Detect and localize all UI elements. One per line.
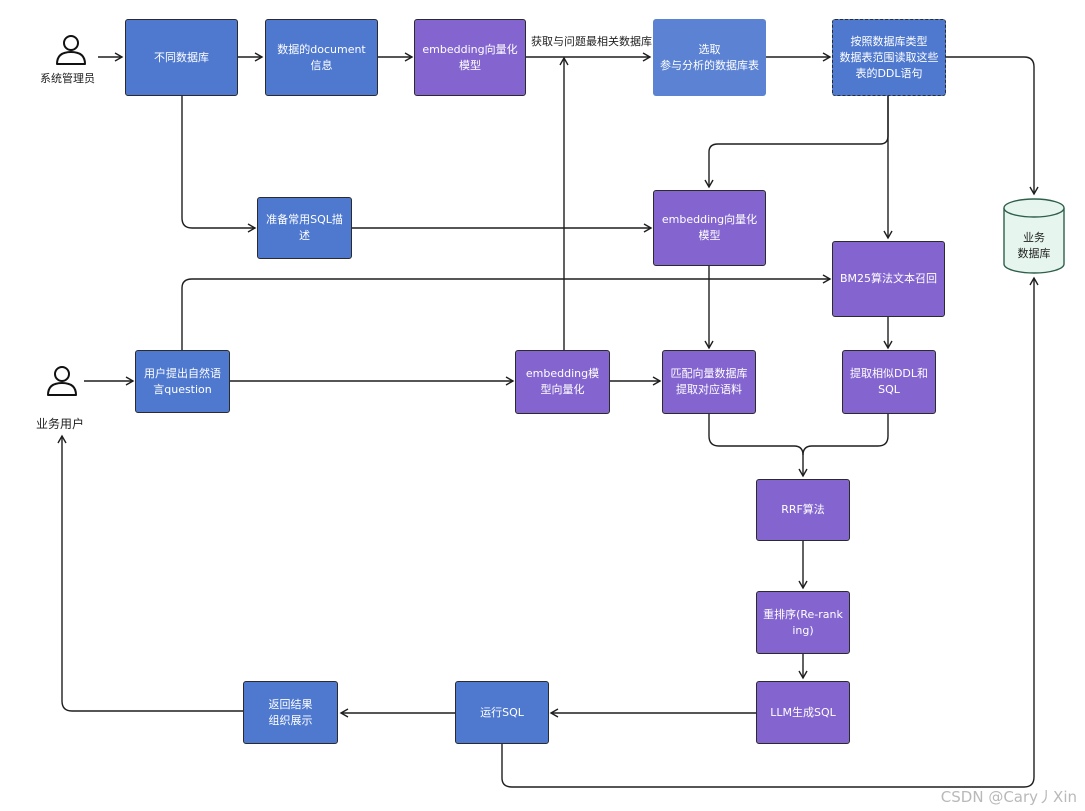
node-extract-ddl-sql[interactable]: 提取相似DDL和SQL bbox=[842, 350, 936, 414]
node-bm25-recall[interactable]: BM25算法文本召回 bbox=[832, 241, 945, 317]
edge-question-bm25 bbox=[181, 274, 832, 350]
node-run-sql[interactable]: 运行SQL bbox=[455, 681, 549, 744]
node-embedding-question[interactable]: embedding模型向量化 bbox=[515, 350, 610, 414]
node-select-tables[interactable]: 选取 参与分析的数据库表 bbox=[653, 19, 766, 96]
business-user-person-icon bbox=[47, 366, 77, 396]
business-user-label: 业务用户 bbox=[36, 417, 85, 431]
node-document-info[interactable]: 数据的document信息 bbox=[265, 19, 378, 96]
business-database-label: 业务 数据库 bbox=[1017, 231, 1051, 260]
edge-diffdb-prepsql bbox=[181, 96, 257, 233]
business-database-cylinder bbox=[1003, 198, 1065, 274]
edge-extract-rrf bbox=[802, 414, 889, 456]
node-prepare-sql[interactable]: 准备常用SQL描述 bbox=[257, 197, 352, 259]
node-user-question[interactable]: 用户提出自然语言question bbox=[135, 350, 230, 413]
node-match-vector-db[interactable]: 匹配向量数据库提取对应语料 bbox=[662, 350, 756, 414]
node-embedding-model-mid[interactable]: embedding向量化模型 bbox=[653, 190, 766, 266]
node-rrf[interactable]: RRF算法 bbox=[756, 479, 850, 541]
admin-label: 系统管理员 bbox=[40, 72, 95, 85]
edge-label-fetch-related: 获取与问题最相关数据库 bbox=[531, 35, 652, 48]
edge-ddl-embedmid bbox=[704, 96, 889, 189]
node-read-ddl[interactable]: 按照数据库类型 数据表范围读取这些 表的DDL语句 bbox=[832, 19, 946, 96]
admin-person-icon bbox=[56, 35, 86, 65]
edge-runsql-db bbox=[501, 276, 1039, 788]
watermark: CSDN @Cary丿Xin bbox=[940, 788, 1077, 806]
edge-match-rrf bbox=[708, 414, 808, 478]
node-different-databases[interactable]: 不同数据库 bbox=[125, 19, 238, 96]
node-rerank[interactable]: 重排序(Re-ranking) bbox=[756, 591, 850, 654]
node-llm-generate-sql[interactable]: LLM生成SQL bbox=[756, 681, 850, 744]
edge-return-user bbox=[57, 434, 243, 712]
node-return-results[interactable]: 返回结果 组织展示 bbox=[243, 681, 338, 744]
edge-ddl-db bbox=[946, 56, 1039, 196]
node-embedding-model-top[interactable]: embedding向量化模型 bbox=[414, 19, 526, 96]
